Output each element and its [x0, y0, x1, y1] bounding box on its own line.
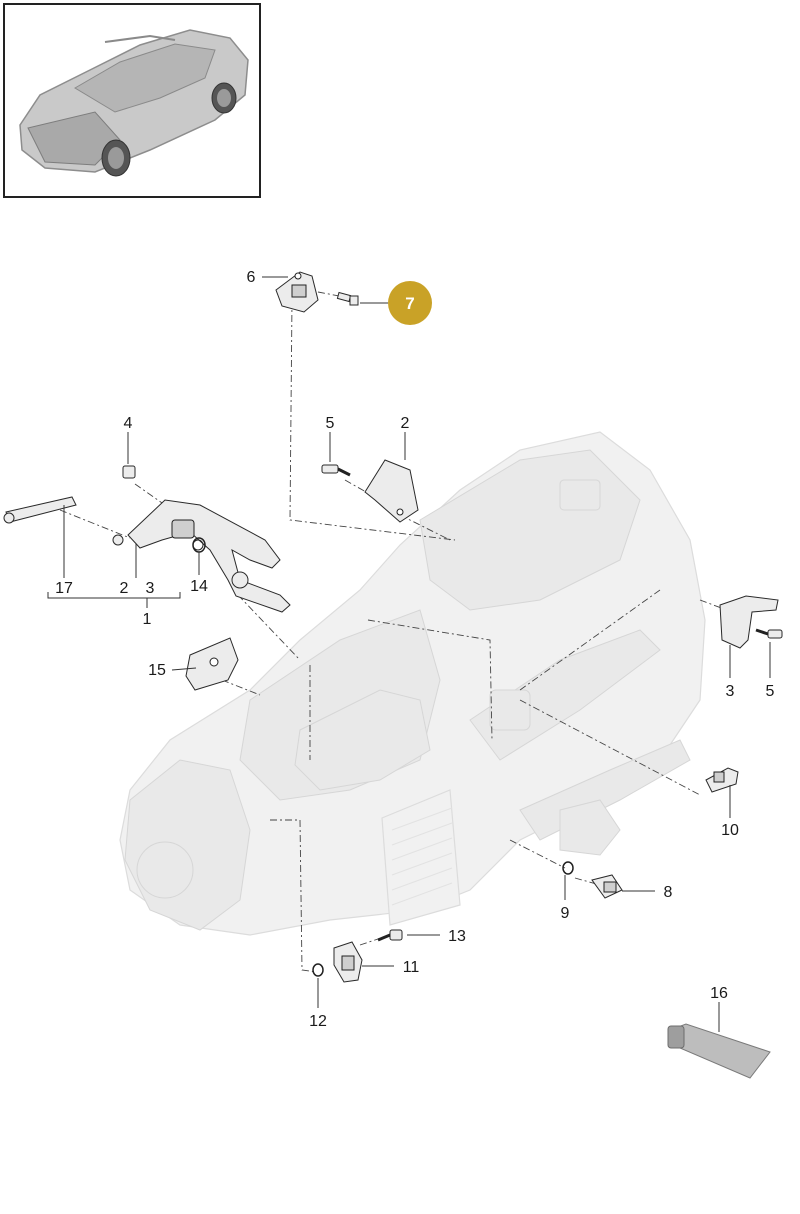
- part-5-bolt-right[interactable]: [755, 628, 783, 639]
- part-10-sensor[interactable]: [705, 767, 739, 793]
- part-6-sensor[interactable]: [275, 271, 319, 313]
- part-2-bracket-upper[interactable]: [364, 459, 419, 523]
- part-8-sensor[interactable]: [591, 874, 623, 899]
- callout-5-right[interactable]: 5: [766, 683, 775, 700]
- transmission-housing: [119, 431, 706, 936]
- callout-12[interactable]: 12: [309, 1013, 327, 1030]
- callout-17[interactable]: 17: [55, 580, 73, 597]
- callout-8[interactable]: 8: [664, 884, 673, 901]
- callout-10[interactable]: 10: [721, 822, 739, 839]
- callout-14[interactable]: 14: [190, 578, 208, 595]
- callout-5-upper[interactable]: 5: [326, 415, 335, 432]
- part-7-bolt[interactable]: [336, 291, 359, 306]
- callout-16[interactable]: 16: [710, 985, 728, 1002]
- callout-4[interactable]: 4: [124, 415, 133, 432]
- part-4-nut[interactable]: [122, 465, 136, 479]
- callout-13[interactable]: 13: [448, 928, 466, 945]
- callout-11[interactable]: 11: [403, 959, 420, 976]
- part-9-oring[interactable]: [562, 861, 574, 875]
- car-thumbnail-icon: [19, 29, 249, 177]
- callouts: 6 5 2 4 17 2 3 14 1 15 3 5 10 8 9 13 11 …: [55, 269, 774, 1030]
- part-13-bolt[interactable]: [377, 929, 403, 942]
- car-thumbnail[interactable]: [3, 3, 261, 198]
- callout-3-lower[interactable]: 3: [146, 580, 155, 597]
- callout-15[interactable]: 15: [148, 662, 166, 679]
- part-12-oring[interactable]: [312, 963, 324, 977]
- leader-lines: [47, 276, 771, 1032]
- highlight-badge-7[interactable]: 7: [388, 281, 432, 325]
- callout-9[interactable]: 9: [561, 905, 570, 922]
- part-3-bracket-right[interactable]: [719, 595, 779, 649]
- part-1-lever-assembly[interactable]: [112, 499, 291, 613]
- callout-6[interactable]: 6: [247, 269, 256, 286]
- part-5-bolt-upper[interactable]: [321, 464, 351, 477]
- part-11-sensor[interactable]: [333, 941, 363, 983]
- highlight-label: 7: [405, 294, 414, 313]
- callout-3-right[interactable]: 3: [726, 683, 735, 700]
- callout-1[interactable]: 1: [143, 611, 152, 628]
- part-15-clip[interactable]: [185, 637, 239, 691]
- part-16-tube[interactable]: [667, 1023, 771, 1079]
- callout-2-lower[interactable]: 2: [120, 580, 129, 597]
- callout-2-upper[interactable]: 2: [401, 415, 410, 432]
- part-17-rod[interactable]: [3, 496, 77, 524]
